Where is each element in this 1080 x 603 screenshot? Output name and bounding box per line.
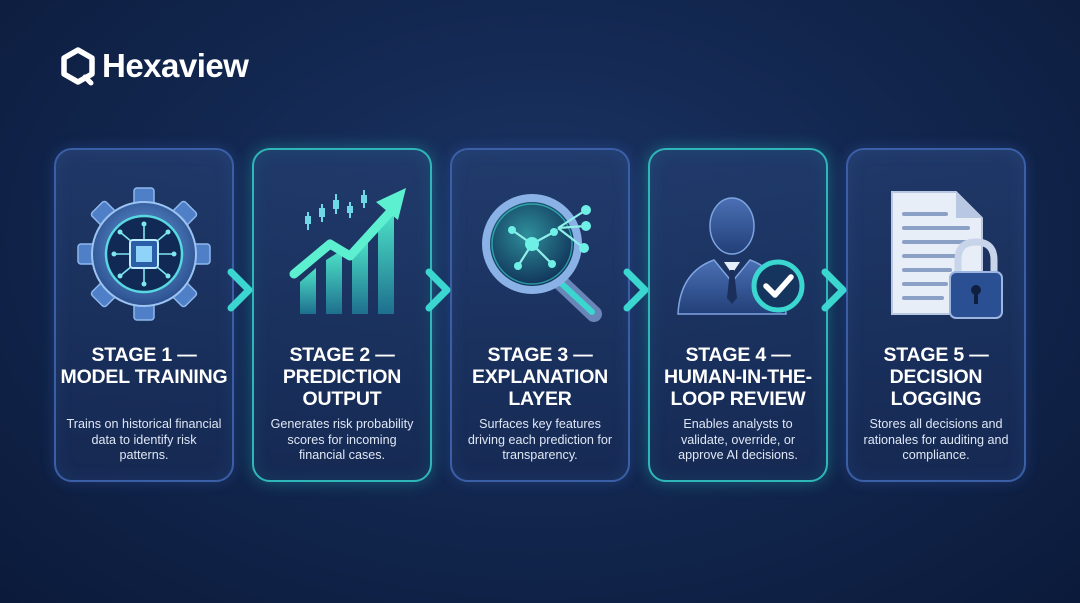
stage-title: STAGE 2 — PREDICTION OUTPUT	[282, 344, 402, 410]
chevron-right-icon	[621, 266, 651, 314]
stage-description: Stores all decisions and rationales for …	[863, 417, 1009, 462]
stage-card-2: STAGE 2 — PREDICTION OUTPUT Generates ri…	[252, 148, 432, 482]
stage-description: Enables analysts to validate, override, …	[678, 417, 798, 462]
trend-chart-icon	[264, 164, 420, 334]
chevron-right-icon	[819, 266, 849, 314]
gear-chip-icon	[66, 164, 222, 334]
pipeline-stages: STAGE 1 — MODEL TRAINING Trains on histo…	[54, 148, 1026, 482]
chevron-right-icon	[225, 266, 255, 314]
stage-card-5: STAGE 5 — DECISION LOGGING Stores all de…	[846, 148, 1026, 482]
stage-description: Trains on historical financial data to i…	[66, 417, 222, 462]
stage-title: STAGE 1 — MODEL TRAINING	[60, 344, 228, 388]
brand: Hexaview	[58, 46, 249, 86]
hexagon-ring-logo	[61, 47, 95, 86]
stage-title: STAGE 4 — HUMAN-IN-THE-LOOP REVIEW	[664, 344, 812, 410]
brand-name: Hexaview	[102, 47, 249, 84]
stage-card-3: STAGE 3 — EXPLANATION LAYER Surfaces key…	[450, 148, 630, 482]
stage-card-4: STAGE 4 — HUMAN-IN-THE-LOOP REVIEW Enabl…	[648, 148, 828, 482]
magnifier-network-icon	[462, 164, 618, 334]
chevron-right-icon	[423, 266, 453, 314]
stage-title: STAGE 5 — DECISION LOGGING	[883, 344, 989, 410]
stage-description: Surfaces key features driving each predi…	[467, 417, 613, 462]
stage-description: Generates risk probability scores for in…	[270, 417, 414, 462]
person-check-icon	[660, 164, 816, 334]
document-lock-icon	[858, 164, 1014, 334]
stage-title: STAGE 3 — EXPLANATION LAYER	[471, 344, 609, 410]
stage-card-1: STAGE 1 — MODEL TRAINING Trains on histo…	[54, 148, 234, 482]
